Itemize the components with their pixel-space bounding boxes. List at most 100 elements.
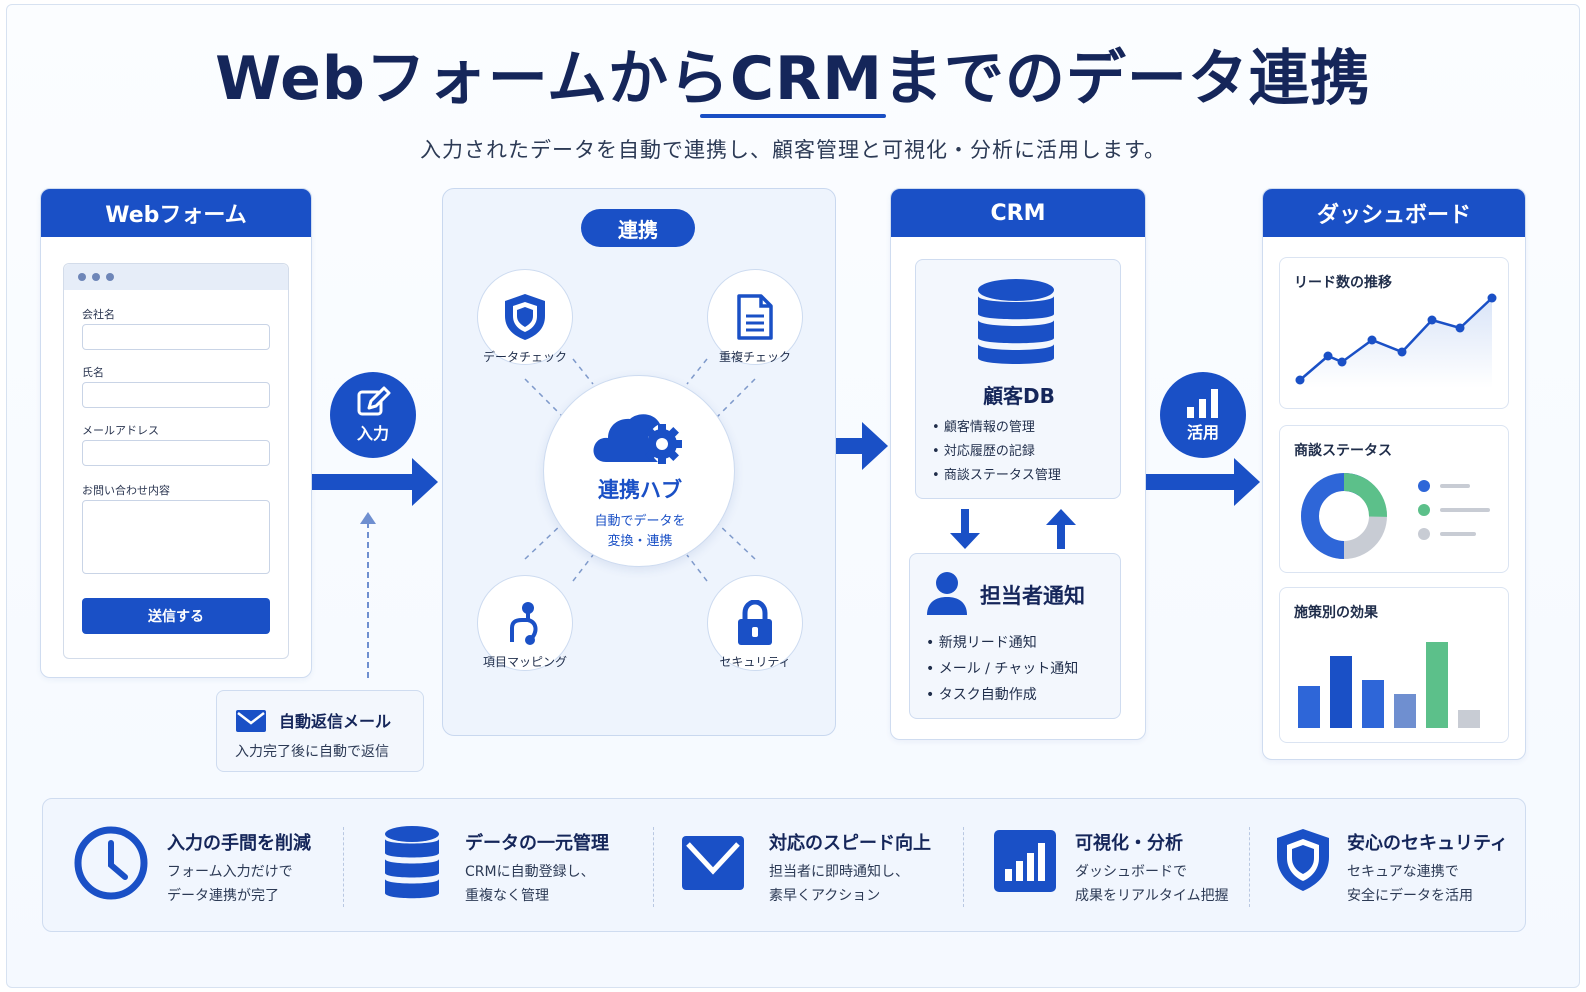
flow-arrow-dashboard: [1146, 474, 1238, 490]
page-subtitle: 入力されたデータを自動で連携し、顧客管理と可視化・分析に活用します。: [420, 138, 1166, 162]
database-icon: [978, 279, 1054, 364]
webform-panel: Webフォーム 会社名 氏名 メールアドレス お問い合わせ内容 送信する: [40, 188, 312, 678]
node-label-security: セキュリティ: [719, 655, 791, 669]
browser-bar: [64, 264, 288, 290]
mapping-icon: [510, 602, 538, 645]
assignee-notify-box: 担当者通知 • 新規リード通知 • メール / チャット通知 • タスク自動作成: [909, 553, 1121, 719]
email-input[interactable]: [82, 440, 270, 466]
crm-heading: CRM: [891, 189, 1145, 237]
campaign-effect-card: 施策別の効果: [1279, 587, 1509, 743]
auto-reply-connector-head: [360, 512, 376, 524]
auto-reply-card: 自動返信メール 入力完了後に自動で返信: [216, 690, 424, 772]
benefits-strip: 入力の手間を削減 フォーム入力だけで データ連携が完了 データの一元管理 CRM…: [42, 798, 1526, 932]
document-icon: [737, 294, 773, 340]
auto-reply-desc: 入力完了後に自動で返信: [235, 744, 389, 760]
deal-status-card: 商談ステータス: [1279, 425, 1509, 573]
integration-panel: 連携 データチェック 重複チェック: [442, 188, 836, 736]
benefit-desc: ダッシュボードで: [1075, 864, 1187, 880]
company-input[interactable]: [82, 324, 270, 350]
lead-trend-line-chart: [1295, 293, 1497, 388]
benefit-title: 安心のセキュリティ: [1347, 833, 1508, 854]
db-item: • 顧客情報の管理: [932, 420, 1035, 435]
cloud-gear-icon: [593, 414, 682, 464]
customer-db-title: 顧客DB: [983, 384, 1055, 408]
browser-window: 会社名 氏名 メールアドレス お問い合わせ内容 送信する: [63, 263, 289, 659]
arrow-down-icon: [950, 509, 980, 549]
field-label-name: 氏名: [82, 366, 104, 379]
benefit-desc: 素早くアクション: [769, 888, 881, 904]
flow-arrow-crm-head: [862, 422, 888, 470]
bar-chart-icon: [994, 830, 1056, 892]
benefit-item: 可視化・分析 ダッシュボードで 成果をリアルタイム把握: [963, 799, 1249, 933]
flow-arrow-dashboard-head: [1234, 458, 1260, 506]
name-input[interactable]: [82, 382, 270, 408]
hub-desc-line1: 自動でデータを: [594, 514, 686, 529]
benefit-desc: 成果をリアルタイム把握: [1075, 888, 1229, 904]
integration-hub: 連携ハブ 自動でデータを 変換・連携: [543, 375, 735, 567]
dashboard-heading: ダッシュボード: [1263, 189, 1525, 237]
node-duplicate-check: [707, 269, 803, 365]
deal-status-title: 商談ステータス: [1294, 443, 1392, 459]
person-icon: [927, 572, 967, 615]
clock-icon: [74, 826, 148, 900]
customer-db-box: 顧客DB • 顧客情報の管理 • 対応履歴の記録 • 商談ステータス管理: [915, 259, 1121, 499]
integration-heading: 連携: [581, 209, 695, 247]
use-badge: 活用: [1160, 372, 1246, 458]
field-label-inquiry: お問い合わせ内容: [82, 484, 170, 497]
benefit-divider: [1249, 827, 1250, 907]
flow-arrow-input: [312, 474, 416, 490]
input-badge-label: 入力: [356, 424, 389, 443]
bar-chart-icon: [1187, 389, 1218, 418]
crm-panel: CRM 顧客DB • 顧客情報の管理 • 対応履歴の記録 • 商談ステータス管理…: [890, 188, 1146, 740]
inquiry-textarea[interactable]: [82, 500, 270, 574]
field-label-company: 会社名: [82, 308, 115, 321]
hub-title: 連携ハブ: [598, 478, 682, 502]
database-icon: [385, 826, 439, 899]
node-data-check: [477, 269, 573, 365]
hub-connectors: [524, 358, 756, 582]
window-dot: [78, 273, 86, 281]
use-badge-label: 活用: [1186, 423, 1219, 442]
edit-icon: [357, 386, 391, 416]
donut-legend: [1418, 480, 1490, 540]
node-label-duplicate-check: 重複チェック: [718, 350, 791, 364]
envelope-icon: [236, 710, 266, 732]
assignee-notify-title: 担当者通知: [980, 584, 1085, 608]
hub-desc-line2: 変換・連携: [607, 534, 673, 549]
window-dot: [106, 273, 114, 281]
benefit-desc: フォーム入力だけで: [167, 864, 293, 880]
benefit-divider: [963, 827, 964, 907]
campaign-effect-title: 施策別の効果: [1294, 605, 1378, 621]
title-underline: [700, 114, 886, 118]
mail-icon: [682, 836, 744, 890]
lead-trend-card: リード数の推移: [1279, 257, 1509, 409]
window-dot: [92, 273, 100, 281]
shield-icon: [505, 294, 545, 340]
benefit-divider: [653, 827, 654, 907]
notify-item: • タスク自動作成: [926, 687, 1037, 703]
benefit-desc: 安全にデータを活用: [1347, 888, 1473, 904]
campaign-effect-bar-chart: [1298, 642, 1480, 728]
notify-item: • 新規リード通知: [926, 635, 1037, 651]
benefit-desc: 担当者に即時通知し、: [769, 864, 909, 880]
field-label-email: メールアドレス: [82, 424, 159, 437]
benefit-title: 可視化・分析: [1075, 833, 1183, 854]
submit-button[interactable]: 送信する: [82, 598, 270, 634]
flow-arrow-input-head: [412, 458, 438, 506]
shield-icon: [1277, 829, 1329, 891]
node-field-mapping: [477, 575, 573, 671]
deal-status-donut-chart: [1301, 473, 1387, 559]
auto-reply-connector: [367, 522, 369, 678]
benefit-item: 対応のスピード向上 担当者に即時通知し、 素早くアクション: [653, 799, 963, 933]
benefit-title: 入力の手間を削減: [167, 833, 311, 854]
arrow-up-icon: [1046, 509, 1076, 549]
dashboard-panel: ダッシュボード リード数の推移 商談ステータス: [1262, 188, 1526, 760]
benefit-item: 安心のセキュリティ セキュアな連携で 安全にデータを活用: [1249, 799, 1527, 933]
lead-trend-title: リード数の推移: [1294, 275, 1392, 291]
benefit-desc: セキュアな連携で: [1347, 864, 1459, 880]
notify-item: • メール / チャット通知: [926, 661, 1079, 677]
benefit-title: 対応のスピード向上: [769, 833, 931, 854]
node-security: [707, 575, 803, 671]
page-title: WebフォームからCRMまでのデータ連携: [215, 44, 1371, 114]
input-badge: 入力: [330, 372, 416, 458]
